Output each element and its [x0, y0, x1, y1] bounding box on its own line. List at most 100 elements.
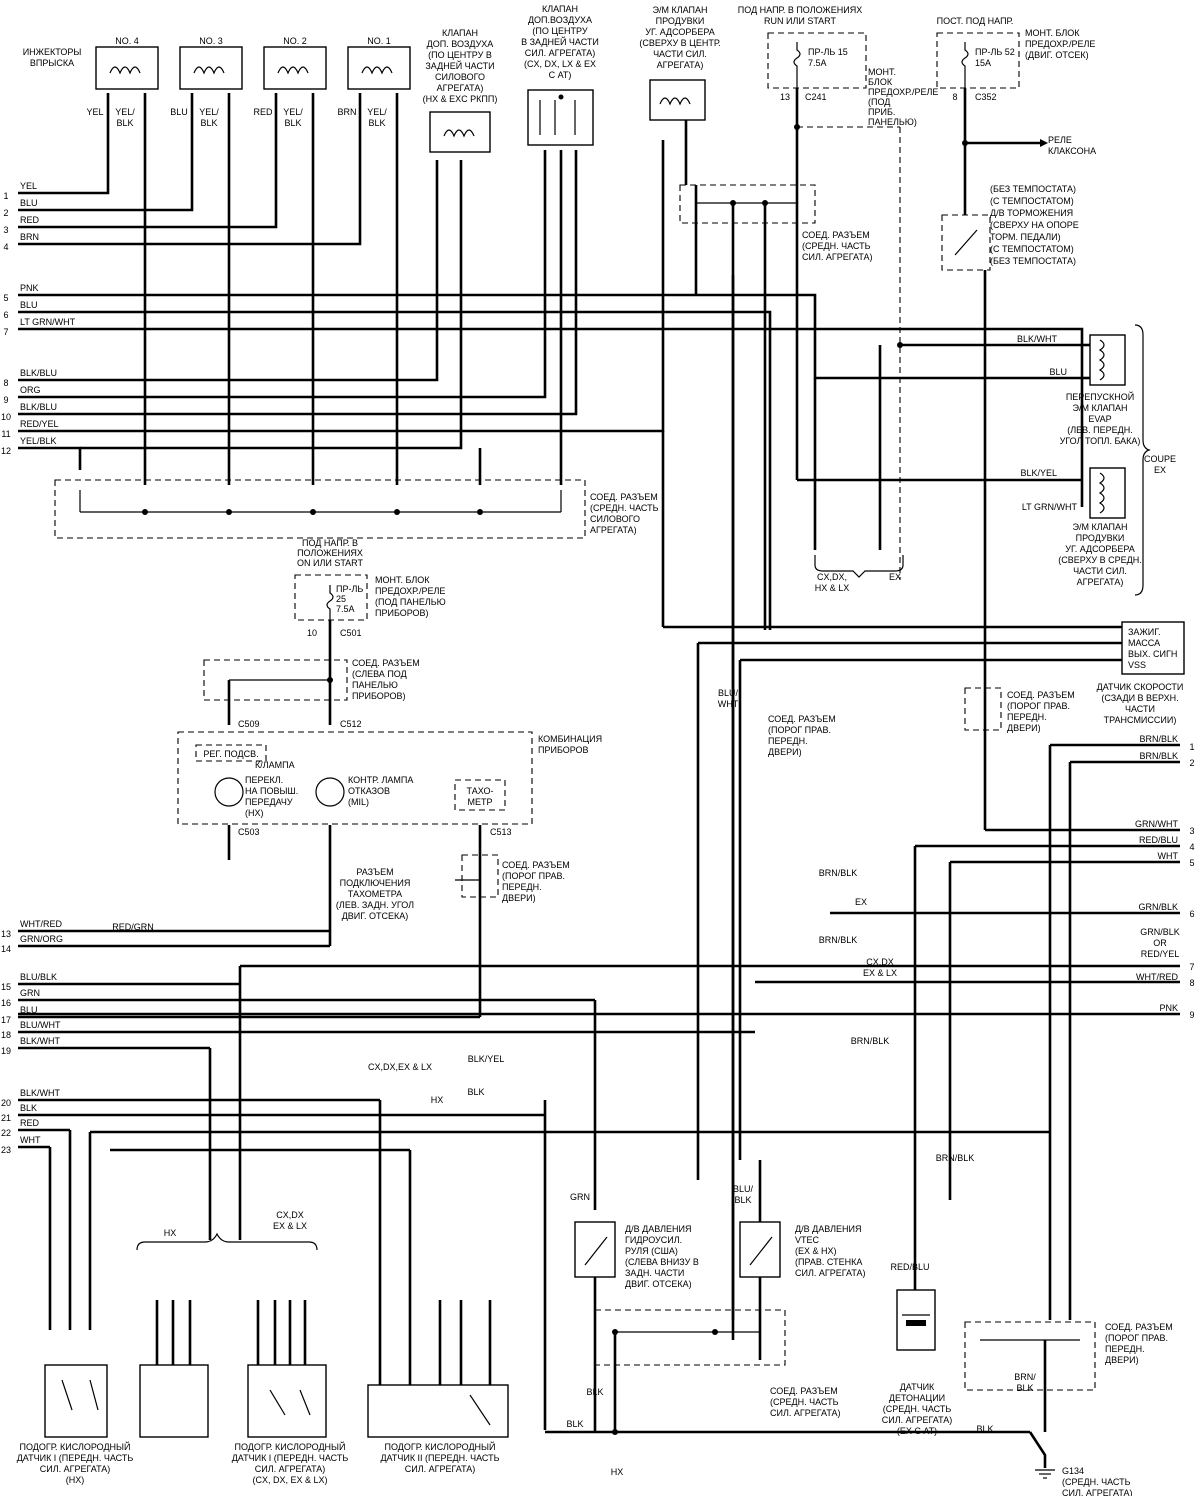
left-row-20-wire: BLK/WHT	[20, 1088, 61, 1098]
fuse15-block-line-0: МОНТ.	[868, 67, 896, 77]
left-row-2-num: 2	[3, 208, 8, 218]
o2-2-label-line-0: ПОДОГР. КИСЛОРОДНЫЙ	[384, 1441, 495, 1452]
sill-connector-2-label-line-1: (ПОРОГ ПРАВ.	[502, 871, 565, 881]
o2-hx-label-line-1: ДАТЧИК I (ПЕРЕДН. ЧАСТЬ	[17, 1453, 134, 1463]
vtec-switch-label-line-2: (EX & HX)	[795, 1246, 837, 1256]
brake-switch-label-line-2: Д/В ТОРМОЖЕНИЯ	[990, 208, 1073, 218]
fuse15-label-line-0: ПР-ЛЬ 15	[808, 47, 848, 57]
fuse25-label-line-1: 25	[336, 594, 346, 604]
left-row-10-num: 10	[1, 412, 11, 422]
fuse25-title-line-1: ПОЛОЖЕНИЯХ	[297, 548, 363, 558]
right-row-8-num: 8	[1189, 978, 1194, 988]
mil-label-line-1: ОТКАЗОВ	[348, 786, 390, 796]
brnblk-label-1: BRN/BLK	[819, 868, 858, 878]
bottom-blkyel-label: BLK/YEL	[468, 1054, 505, 1064]
injector-yelblk-lines	[143, 93, 563, 485]
mil-label-line-2: (MIL)	[348, 797, 369, 807]
fuse15-title-line-1: RUN ИЛИ START	[764, 16, 837, 26]
bottom-models-label: CX,DX,EX & LX	[368, 1062, 432, 1072]
engine-connector	[54, 479, 586, 539]
valve-boxes	[429, 79, 706, 185]
bluwht-label-line-0: BLU/	[718, 688, 739, 698]
c352-label: C352	[975, 92, 997, 102]
injector-4-wire2b: BLK	[368, 118, 385, 128]
injector-4-label: NO. 1	[367, 36, 391, 46]
evap-label-line-0: ПЕРЕПУСКНОЙ	[1066, 391, 1134, 402]
left-row-21-num: 21	[1, 1113, 11, 1123]
left-row-18-num: 18	[1, 1030, 11, 1040]
vss-title-line-3: ТРАНСМИССИИ)	[1104, 715, 1177, 725]
bottom-connector-label-line-0: СОЕД. РАЗЪЕМ	[770, 1386, 838, 1396]
fuse25-block-line-0: МОНТ. БЛОК	[375, 575, 430, 585]
right-row-3-num: 3	[1189, 826, 1194, 836]
knock-sensor-label-line-4: (EX С AT)	[897, 1426, 937, 1436]
evap-label-line-3: (ЛЕВ. ПЕРЕДН.	[1067, 425, 1132, 435]
left-row-12-wire: YEL/BLK	[20, 436, 57, 446]
coupe-label-line-1: EX	[1154, 465, 1166, 475]
fuse15-block-line-3: (ПОД	[868, 97, 890, 107]
sill-connector-3-label-line-2: ПЕРЕДН.	[768, 736, 808, 746]
fuse52-block-line-1: ПРЕДОХР./РЕЛЕ	[1025, 39, 1095, 49]
wire-row-1	[18, 93, 110, 195]
vss-title-line-1: (СЗАДИ В ВЕРХН.	[1101, 693, 1178, 703]
left-row-2-wire: BLU	[20, 198, 38, 208]
evap-wire-blkwht: BLK/WHT	[1017, 334, 1058, 344]
purge2-label-line-1: ПРОДУВКИ	[1076, 533, 1125, 543]
bottom-blk-conn: BLK	[586, 1387, 603, 1397]
right-row-2-wire: BRN/BLK	[1139, 751, 1178, 761]
knock-sensor-label-line-3: СИЛ. АГРЕГАТА)	[882, 1415, 953, 1425]
o2-cx-label-line-0: ПОДОГР. КИСЛОРОДНЫЙ	[234, 1441, 345, 1452]
right-row-7-wire-line-1: OR	[1153, 938, 1167, 948]
tacho-conn-label-line-4: ДВИГ. ОТСЕКА)	[342, 911, 409, 921]
o2-sensors	[44, 1232, 509, 1438]
right-row-6-num: 6	[1189, 909, 1194, 919]
fuse25-block-line-3: ПРИБОРОВ)	[375, 608, 429, 618]
ps-switch-label-line-5: ДВИГ. ОТСЕКА)	[625, 1279, 692, 1289]
injector-4-wire2: YEL/	[367, 107, 387, 117]
brake-switch-label-line-1: (С ТЕМПОСТАТОМ)	[990, 196, 1074, 206]
valve-air2-label-line-0: КЛАПАН	[542, 4, 578, 14]
bottom-hx-label-2: HX	[611, 1467, 624, 1477]
engine-connector-label-line-0: СОЕД. РАЗЪЕМ	[590, 492, 658, 502]
right-row-6-wire: GRN/BLK	[1138, 902, 1178, 912]
injector-4-wire1: BRN	[337, 107, 356, 117]
evap-label-line-2: EVAP	[1088, 414, 1111, 424]
fuse52-title: ПОСТ. ПОД НАПР.	[937, 16, 1014, 26]
sill-connector-2-label-line-2: ПЕРЕДН.	[502, 882, 542, 892]
left-row-3-num: 3	[3, 225, 8, 235]
wire-row-2	[18, 93, 194, 212]
c513-label: C513	[490, 827, 512, 837]
valve-air1-label-line-5: АГРЕГАТА)	[437, 83, 484, 93]
injector-2-wire1: BLU	[170, 107, 188, 117]
left-row-4-wire: BRN	[20, 232, 39, 242]
right-row-9-wire: PNK	[1159, 1003, 1178, 1013]
fuse52-label-line-0: ПР-ЛЬ 52	[975, 47, 1015, 57]
bottom-sill-connector-label-line-1: (ПОРОГ ПРАВ.	[1105, 1333, 1168, 1343]
models-cx-line-1: HX & LX	[815, 583, 850, 593]
valve-air2-label-line-3: В ЗАДНЕЙ ЧАСТИ	[521, 36, 599, 47]
left-row-15-num: 15	[1, 982, 11, 992]
left-row-13-num: 13	[1, 929, 11, 939]
valve-air1-label-line-0: КЛАПАН	[442, 28, 478, 38]
valve-air1-label-line-1: ДОП. ВОЗДУХА	[427, 39, 494, 49]
fuse25-title-line-0: ПОД НАПР. В	[302, 538, 358, 548]
injectors-title-line-0: ИНЖЕКТОРЫ	[23, 47, 82, 57]
wire-row-7	[18, 327, 1084, 507]
ps-switch-label-line-4: ЗАДН. ЧАСТИ	[625, 1268, 684, 1278]
o2-cx-label-line-3: (CX, DX, EX & LX)	[252, 1475, 327, 1485]
left-row-16-num: 16	[1, 998, 11, 1008]
c241-label: C241	[805, 92, 827, 102]
model-split	[813, 345, 904, 578]
injector-3-label: NO. 2	[283, 36, 307, 46]
upshift-label-line-0: ПЕРЕКЛ.	[245, 775, 283, 785]
left-row-16-wire: GRN	[20, 988, 40, 998]
o2-hx-label-line-2: СИЛ. АГРЕГАТА)	[40, 1464, 111, 1474]
evap-label-line-4: УГОЛ ТОПЛ. БАКА)	[1060, 436, 1141, 446]
bottom-connector-label-line-2: СИЛ. АГРЕГАТА)	[770, 1408, 841, 1418]
vtec-wire-label-line-0: BLU/	[733, 1184, 754, 1194]
evap-label-line-1: Э/М КЛАПАН	[1073, 403, 1128, 413]
vtec-switch-label-line-4: СИЛ. АГРЕГАТА)	[795, 1268, 866, 1278]
fuse15-label-line-1: 7.5A	[808, 58, 827, 68]
c501-label: C501	[340, 628, 362, 638]
injector-3-wire2: YEL/	[283, 107, 303, 117]
